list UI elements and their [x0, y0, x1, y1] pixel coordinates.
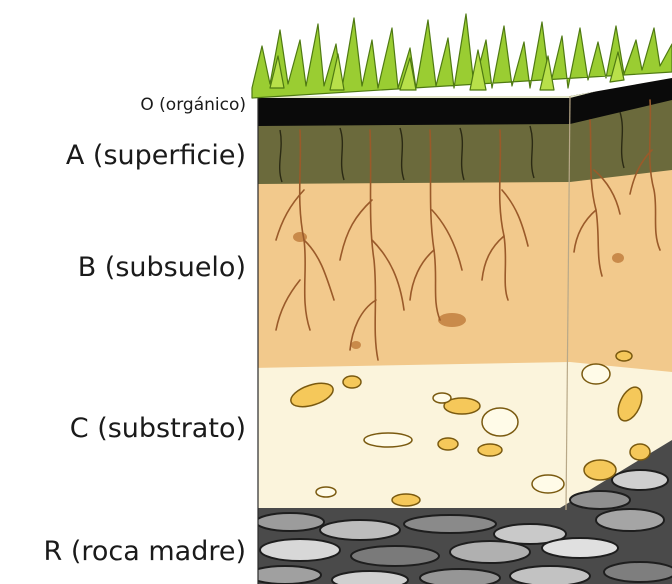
subsoil-layer [250, 168, 672, 372]
bedrock-layer-label: R (roca madre) [43, 536, 246, 567]
surface-layer-label: A (superficie) [66, 140, 246, 171]
organic-layer-label: O (orgánico) [140, 95, 246, 115]
substrate-layer-label: C (substrato) [70, 413, 246, 444]
grass-tuft-icon [252, 14, 672, 98]
subsoil-layer-label: B (subsuelo) [78, 252, 246, 283]
